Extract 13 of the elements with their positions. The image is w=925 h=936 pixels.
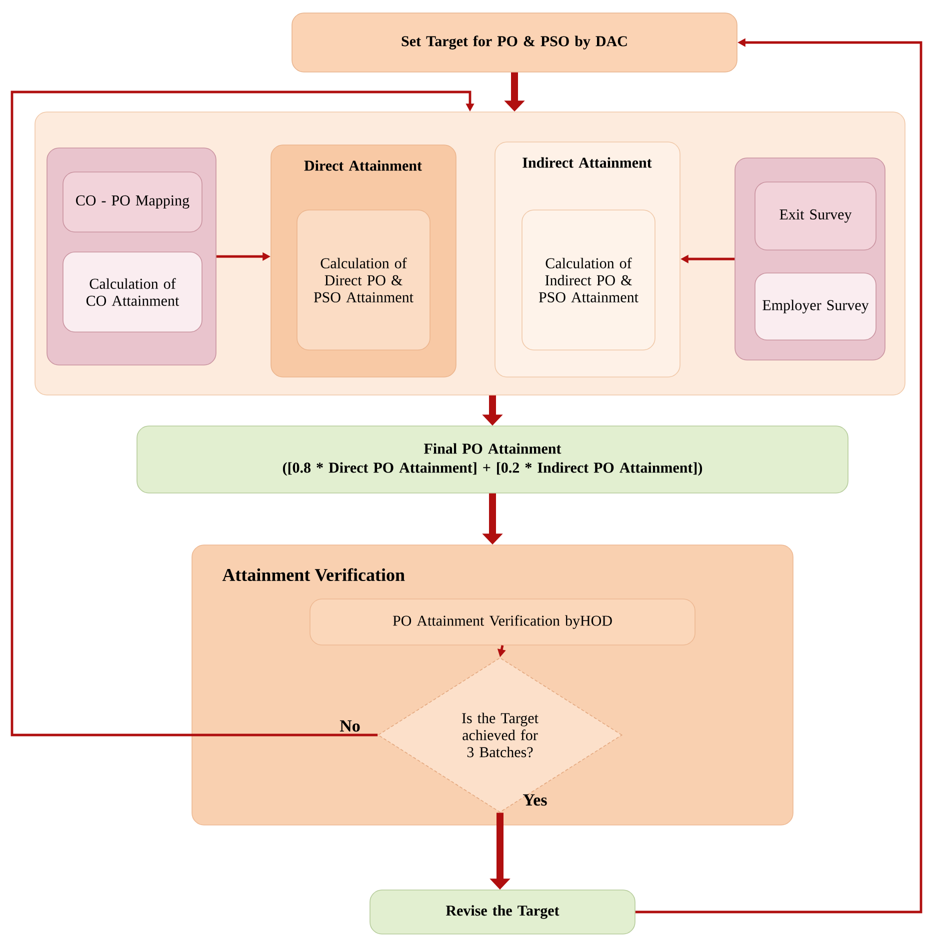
- process-box: CO - PO Mapping: [62, 172, 202, 232]
- edge-label: No: [340, 720, 360, 732]
- process-box: Set Target for PO & PSO by DAC: [292, 12, 738, 72]
- process-box: Employer Survey: [754, 272, 876, 340]
- arrow: [10, 90, 474, 736]
- result-box: Final PO Attainment ([0.8 * Direct PO Attainment] + [0.2 * Indirect PO Attainment]): [136, 426, 848, 494]
- edge-label: Yes: [523, 794, 547, 806]
- process-box: Calculation of Indirect PO & PSO Attainment: [522, 210, 656, 350]
- process-box: Revise the Target: [370, 890, 636, 934]
- process-box: Calculation of Direct PO & PSO Attainment: [296, 210, 430, 350]
- process-box: PO Attainment Verification byHOD: [310, 598, 696, 646]
- process-box: Calculation of CO Attainment: [62, 252, 202, 332]
- process-box: Exit Survey: [754, 182, 876, 250]
